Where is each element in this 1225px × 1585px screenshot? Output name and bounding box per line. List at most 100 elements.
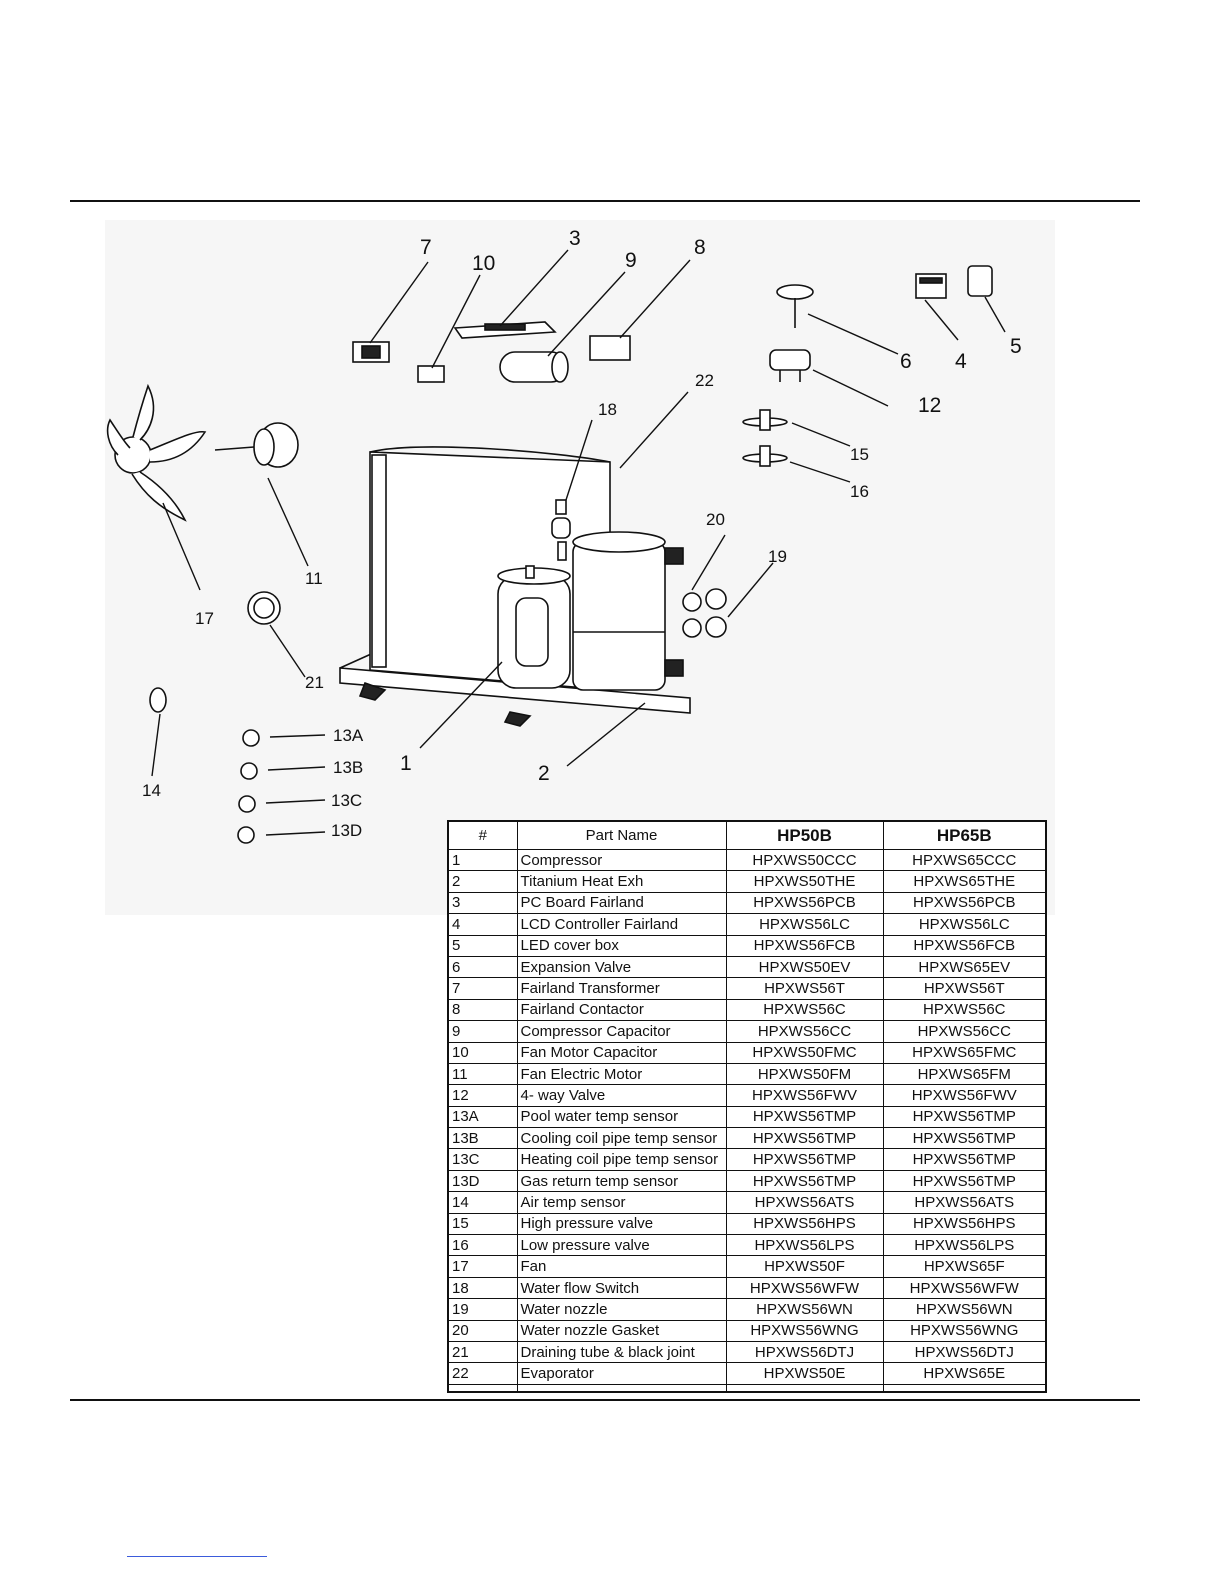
hp50b-code-cell: HPXWS56ATS	[725, 1191, 884, 1214]
hp65b-code-cell: HPXWS65F	[882, 1255, 1047, 1278]
part-name-cell: Water nozzle	[516, 1298, 727, 1321]
part-number-cell: 17	[447, 1255, 518, 1278]
part-number-cell: 13B	[447, 1127, 518, 1150]
part-name-cell: Water flow Switch	[516, 1276, 727, 1300]
transformer-drawing	[352, 341, 390, 363]
part-number-cell: 13C	[447, 1148, 518, 1171]
parts-table-header: # Part Name HP50B HP65B	[447, 820, 1047, 850]
spacer-cell	[447, 1383, 518, 1393]
callout-21: 21	[305, 673, 324, 692]
part-number-cell: 13D	[447, 1169, 518, 1193]
part-name-cell: Fan Motor Capacitor	[516, 1041, 727, 1064]
hp65b-code-cell: HPXWS56T	[882, 977, 1047, 1000]
callout-16: 16	[850, 482, 869, 501]
hp50b-code-cell: HPXWS56WNG	[725, 1319, 884, 1342]
hp65b-code-cell: HPXWS56TMP	[882, 1105, 1047, 1129]
footer-link-underline[interactable]	[127, 1556, 267, 1557]
callout-13b: 13B	[333, 758, 363, 777]
callout-13a: 13A	[333, 726, 364, 745]
hp50b-code-cell: HPXWS50FMC	[725, 1041, 884, 1064]
part-name-cell: Fan	[516, 1255, 727, 1278]
part-name-cell: Gas return temp sensor	[516, 1169, 727, 1193]
part-name-cell: Titanium Heat Exh	[516, 870, 727, 893]
hp65b-code-cell: HPXWS56HPS	[882, 1212, 1047, 1236]
nozzle-gasket-drawing	[682, 592, 702, 638]
base-tray-drawing	[339, 649, 691, 727]
spacer-cell	[725, 1383, 884, 1393]
spacer-cell	[882, 1383, 1047, 1393]
part-number-cell: 10	[447, 1041, 518, 1064]
hp50b-code-cell: HPXWS50E	[725, 1362, 884, 1385]
header-part-name: Part Name	[516, 820, 727, 850]
part-number-cell: 4	[447, 913, 518, 936]
part-name-cell: Low pressure valve	[516, 1234, 727, 1257]
contactor-drawing	[589, 335, 631, 361]
fan-drawing	[106, 383, 207, 522]
top-rule	[70, 200, 1140, 202]
callout-19: 19	[768, 547, 787, 566]
air-temp-sensor-drawing	[149, 687, 167, 713]
hp50b-code-cell: HPXWS50F	[725, 1255, 884, 1278]
callout-13c: 13C	[331, 791, 362, 810]
hp65b-code-cell: HPXWS65FMC	[882, 1041, 1047, 1064]
hp65b-code-cell: HPXWS56CC	[882, 1020, 1047, 1043]
callout-9: 9	[625, 249, 637, 272]
hp50b-code-cell: HPXWS56CC	[725, 1020, 884, 1043]
hp50b-code-cell: HPXWS56WFW	[725, 1276, 884, 1300]
callout-15: 15	[850, 445, 869, 464]
part-number-cell: 13A	[447, 1105, 518, 1129]
hp50b-code-cell: HPXWS56HPS	[725, 1212, 884, 1236]
hp50b-code-cell: HPXWS56FCB	[725, 934, 884, 957]
hp50b-code-cell: HPXWS50FM	[725, 1062, 884, 1086]
part-name-cell: Fairland Transformer	[516, 977, 727, 1000]
callout-2: 2	[538, 762, 550, 785]
hp65b-code-cell: HPXWS56WFW	[882, 1276, 1047, 1300]
hp50b-code-cell: HPXWS56WN	[725, 1298, 884, 1321]
hp65b-code-cell: HPXWS65E	[882, 1362, 1047, 1385]
part-number-cell: 9	[447, 1020, 518, 1043]
part-name-cell: Compressor	[516, 848, 727, 872]
callout-10: 10	[472, 252, 495, 275]
sensor-13b-drawing	[240, 762, 258, 780]
table-spacer-row	[447, 1383, 1047, 1393]
callout-1: 1	[400, 752, 412, 775]
spacer-cell	[516, 1383, 727, 1393]
pc-board-drawing	[453, 321, 557, 339]
fan-capacitor-drawing	[417, 365, 445, 383]
hp65b-code-cell: HPXWS65EV	[882, 955, 1047, 979]
heat-exchanger-drawing	[572, 531, 684, 691]
hp65b-code-cell: HPXWS56DTJ	[882, 1340, 1047, 1364]
part-name-cell: Expansion Valve	[516, 955, 727, 979]
hp65b-code-cell: HPXWS56LPS	[882, 1234, 1047, 1257]
hp65b-code-cell: HPXWS56C	[882, 998, 1047, 1022]
part-name-cell: Draining tube & black joint	[516, 1340, 727, 1364]
part-number-cell: 14	[447, 1191, 518, 1214]
part-number-cell: 22	[447, 1362, 518, 1385]
compressor-capacitor-drawing	[499, 351, 569, 383]
hp65b-code-cell: HPXWS65CCC	[882, 848, 1047, 872]
expansion-valve-drawing	[776, 284, 814, 328]
hp50b-code-cell: HPXWS56TMP	[725, 1169, 884, 1193]
hp50b-code-cell: HPXWS56TMP	[725, 1127, 884, 1150]
part-number-cell: 18	[447, 1276, 518, 1300]
part-number-cell: 7	[447, 977, 518, 1000]
header-hp65b: HP65B	[882, 820, 1047, 850]
hp50b-code-cell: HPXWS50EV	[725, 955, 884, 979]
